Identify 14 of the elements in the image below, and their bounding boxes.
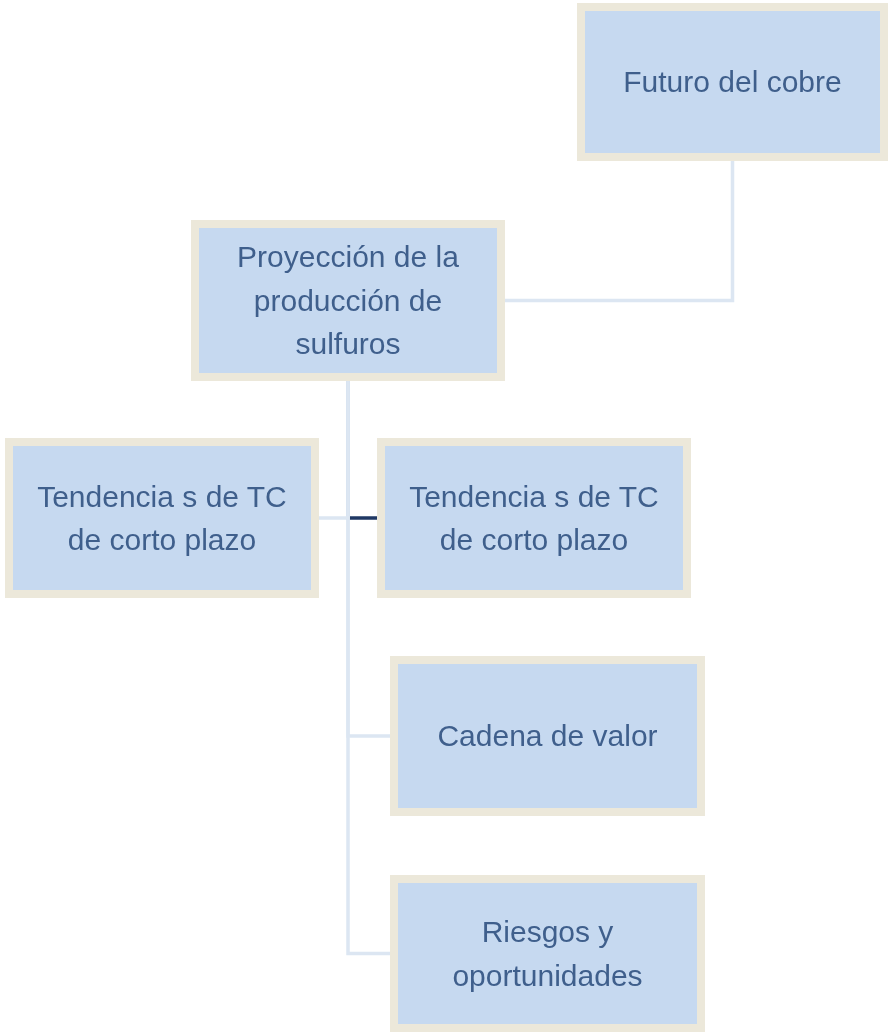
process-box [5,438,319,598]
process-box [377,438,691,598]
box-label: Riesgos y oportunidades [451,914,644,994]
box-label: Tendencia s de TC de corto plazo [408,478,660,558]
process-box [191,220,505,381]
process-box [390,875,705,1032]
box-label: Futuro del cobre [622,64,843,101]
box-label: Proyección de la producción de sulfuros [236,239,460,363]
connector-line [505,161,735,303]
process-box [390,656,705,816]
process-box [577,3,888,161]
box-label: Tendencia s de TC de corto plazo [36,478,288,558]
box-label: Cadena de valor [436,718,659,755]
connector-line [346,381,390,956]
